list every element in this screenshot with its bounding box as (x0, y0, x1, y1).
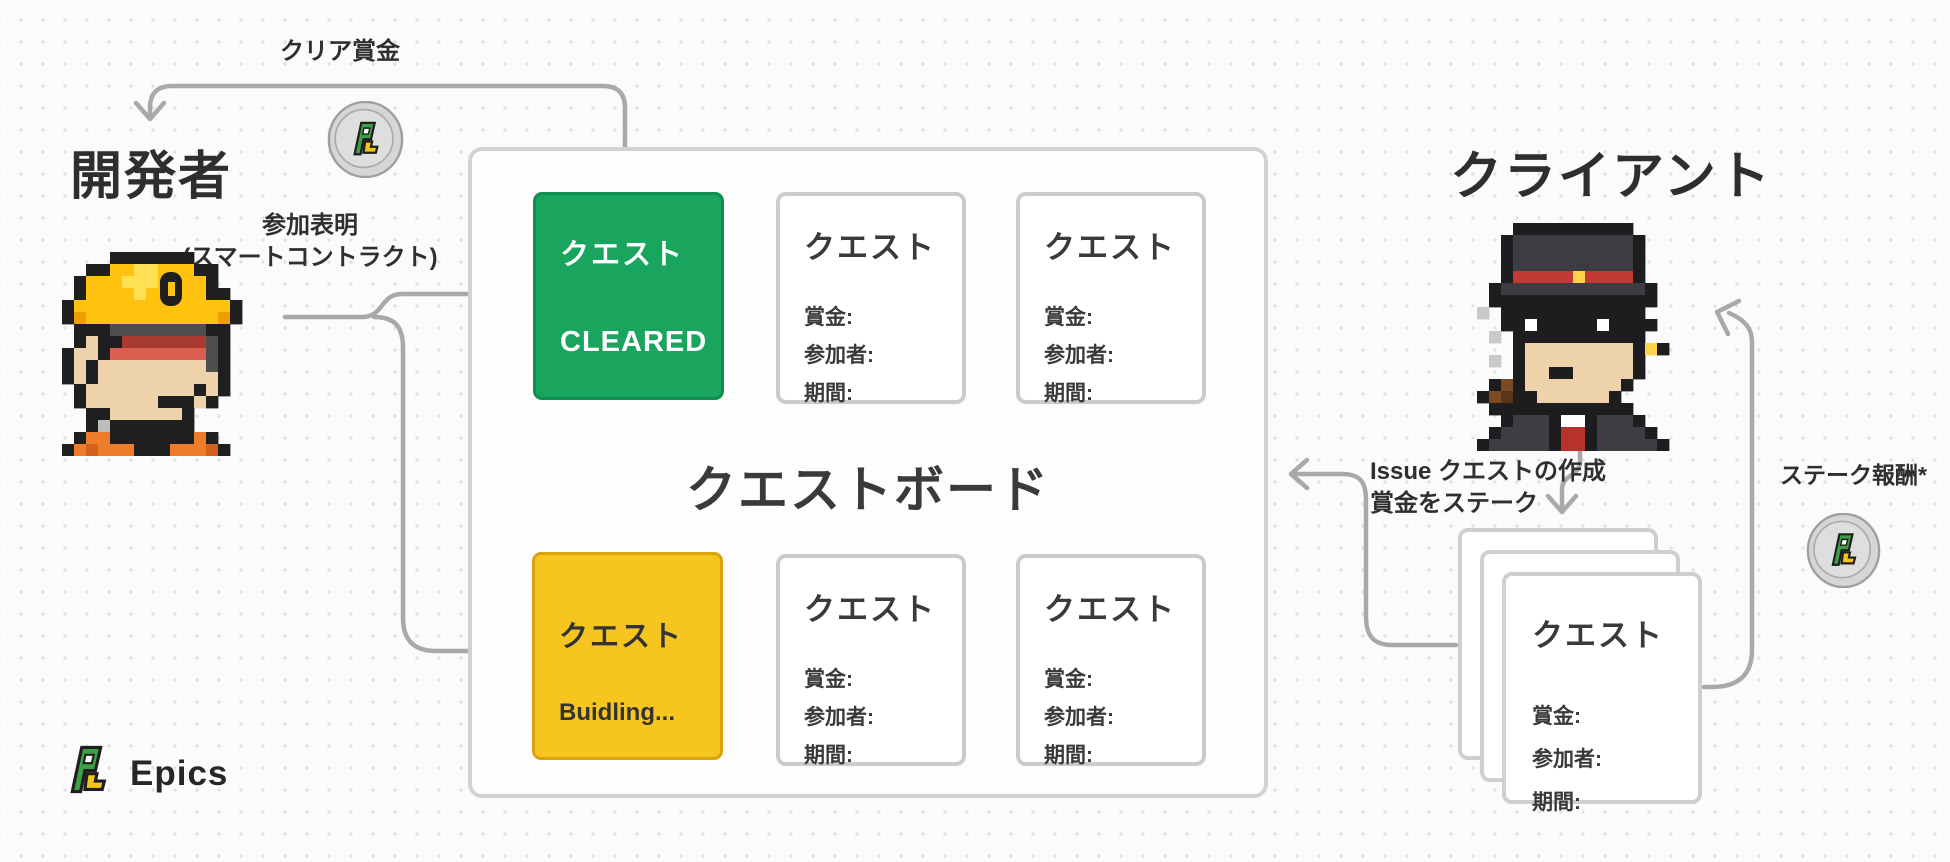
client-heading: クライアント (1450, 148, 1772, 206)
coin-icon (1806, 513, 1881, 588)
quest-building-title: クエスト (559, 621, 684, 653)
quest-building-box: クエスト Buidling... (532, 552, 723, 760)
quest-cleared-status: CLEARED (560, 326, 708, 358)
quest-card-fields: 賞金: 参加者: 期間: (1532, 705, 1602, 814)
clear-reward-arrowhead (133, 100, 167, 122)
issue-arrow-head (1288, 457, 1310, 491)
quest-card: クエスト 賞金: 参加者: 期間: (776, 192, 966, 405)
stake-arrow (1701, 310, 1755, 690)
quest-board-title: クエストボード (686, 462, 1050, 518)
quest-building-status: Buidling... (559, 699, 675, 726)
quest-card: クエスト 賞金: 参加者: 期間: (1016, 192, 1206, 405)
quest-cleared-box: クエスト CLEARED (533, 192, 724, 400)
quest-card: クエスト 賞金: 参加者: 期間: (1016, 554, 1206, 767)
quest-card-fields: 賞金: 参加者: 期間: (804, 306, 874, 405)
developer-heading: 開発者 (70, 148, 233, 206)
coin-icon (327, 101, 404, 178)
brand-name: Epics (130, 754, 229, 793)
developer-avatar (62, 252, 243, 456)
stake-reward-label: ステーク報酬* (1780, 462, 1927, 488)
clear-reward-label: クリア賞金 (280, 38, 400, 65)
quest-cleared-title: クエスト (560, 239, 685, 271)
join-label: 参加表明 (スマートコントラクト) (182, 212, 438, 271)
issue-label: Issue クエストの作成 賞金をステーク (1370, 458, 1607, 517)
quest-board: クエストボード クエスト CLEARED クエスト Buidling... クエ… (468, 147, 1268, 798)
quest-card-fields: 賞金: 参加者: 期間: (1044, 306, 1114, 405)
stacked-quest-cards: クエスト 賞金: 参加者: 期間: (1458, 528, 1704, 814)
quest-card: クエスト 賞金: 参加者: 期間: (776, 554, 966, 767)
quest-card-fields: 賞金: 参加者: 期間: (804, 668, 874, 767)
client-avatar (1477, 223, 1670, 451)
stake-arrow-head (1714, 298, 1742, 337)
stacked-card-front: クエスト 賞金: 参加者: 期間: (1502, 572, 1702, 814)
quest-card-fields: 賞金: 参加者: 期間: (1044, 668, 1114, 767)
epics-logo-icon (70, 745, 106, 794)
